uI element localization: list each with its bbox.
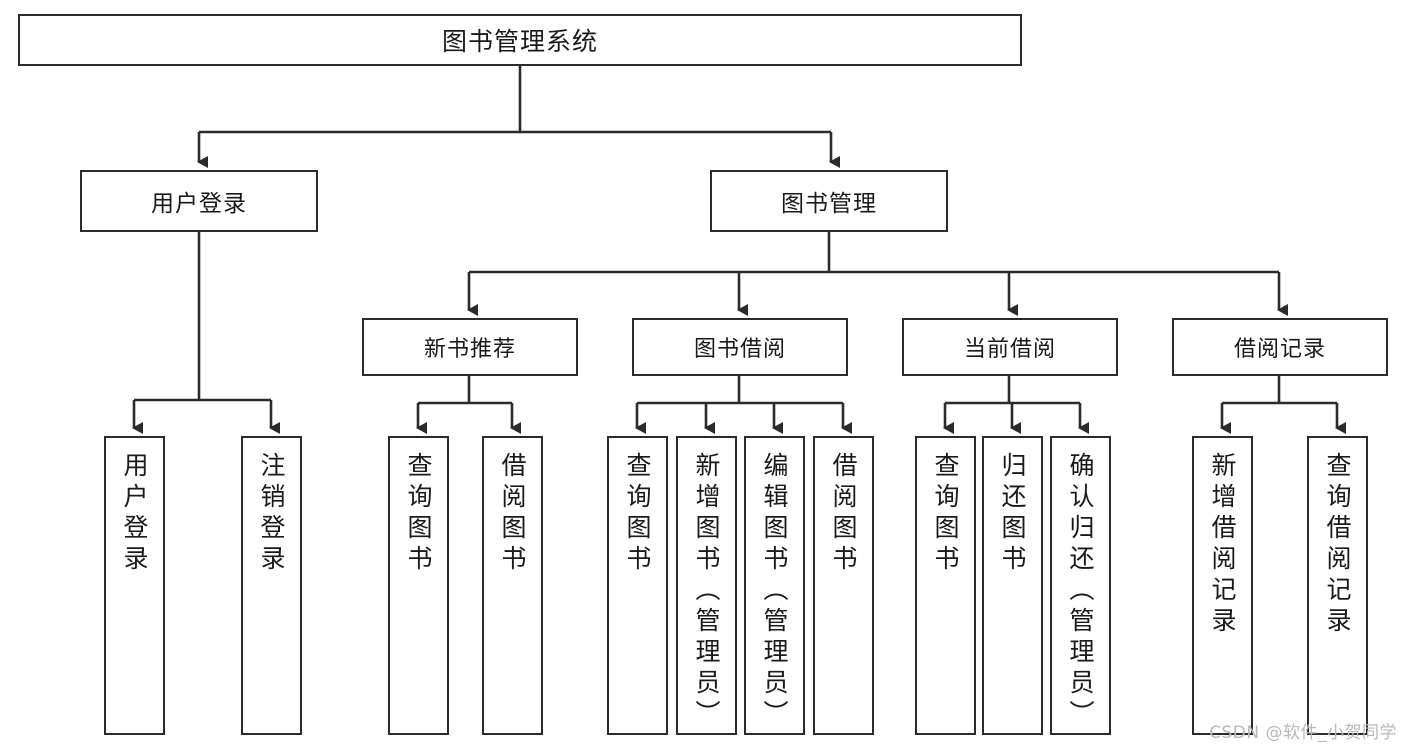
node-leaf-return-book[interactable]: 归还图书 (982, 436, 1043, 735)
node-label: 借阅记录 (1233, 337, 1326, 362)
node-label: 归还图书 (998, 452, 1027, 576)
node-leaf-query-borrow-record[interactable]: 查询借阅记录 (1307, 436, 1368, 735)
node-current-borrow[interactable]: 当前借阅 (902, 318, 1118, 376)
node-label: 图书借阅 (693, 337, 786, 362)
node-label: 查询借阅记录 (1323, 452, 1352, 638)
node-leaf-edit-book[interactable]: 编辑图书（管理员） (744, 436, 805, 735)
node-new-book-recommend[interactable]: 新书推荐 (362, 318, 578, 376)
node-label: 查询图书 (931, 452, 960, 576)
node-leaf-query-book-current[interactable]: 查询图书 (915, 436, 976, 735)
node-label: 确认归还（管理员） (1066, 452, 1095, 731)
node-label: 借阅图书 (498, 452, 527, 576)
node-leaf-add-borrow-record[interactable]: 新增借阅记录 (1192, 436, 1253, 735)
node-label: 注销登录 (257, 452, 286, 576)
node-label: 查询图书 (623, 452, 652, 576)
node-label: 新增图书（管理员） (692, 452, 721, 731)
node-leaf-add-book[interactable]: 新增图书（管理员） (676, 436, 737, 735)
node-leaf-borrow-book[interactable]: 借阅图书 (813, 436, 874, 735)
node-label: 新增借阅记录 (1208, 452, 1237, 638)
node-leaf-confirm-return[interactable]: 确认归还（管理员） (1050, 436, 1111, 735)
node-borrow-record[interactable]: 借阅记录 (1172, 318, 1388, 376)
node-leaf-logout[interactable]: 注销登录 (241, 436, 302, 735)
node-user-login[interactable]: 用户登录 (80, 170, 318, 232)
node-label: 当前借阅 (963, 337, 1056, 362)
node-label: 图书管理 (781, 191, 877, 217)
node-book-management[interactable]: 图书管理 (710, 170, 948, 232)
node-label: 查询图书 (404, 452, 433, 576)
node-label: 图书管理系统 (441, 27, 598, 56)
watermark-text: CSDN @软件_小贺同学 (1209, 723, 1397, 743)
node-label: 新书推荐 (423, 337, 516, 362)
node-leaf-query-book-recommend[interactable]: 查询图书 (388, 436, 449, 735)
node-label: 借阅图书 (829, 452, 858, 576)
node-label: 用户登录 (151, 191, 247, 217)
node-root-book-management-system[interactable]: 图书管理系统 (18, 14, 1022, 66)
node-leaf-user-login[interactable]: 用户登录 (104, 436, 165, 735)
node-leaf-query-book-borrow[interactable]: 查询图书 (607, 436, 668, 735)
node-leaf-borrow-book-recommend[interactable]: 借阅图书 (482, 436, 543, 735)
node-label: 编辑图书（管理员） (760, 452, 789, 731)
node-label: 用户登录 (120, 452, 149, 576)
node-book-borrow[interactable]: 图书借阅 (632, 318, 848, 376)
